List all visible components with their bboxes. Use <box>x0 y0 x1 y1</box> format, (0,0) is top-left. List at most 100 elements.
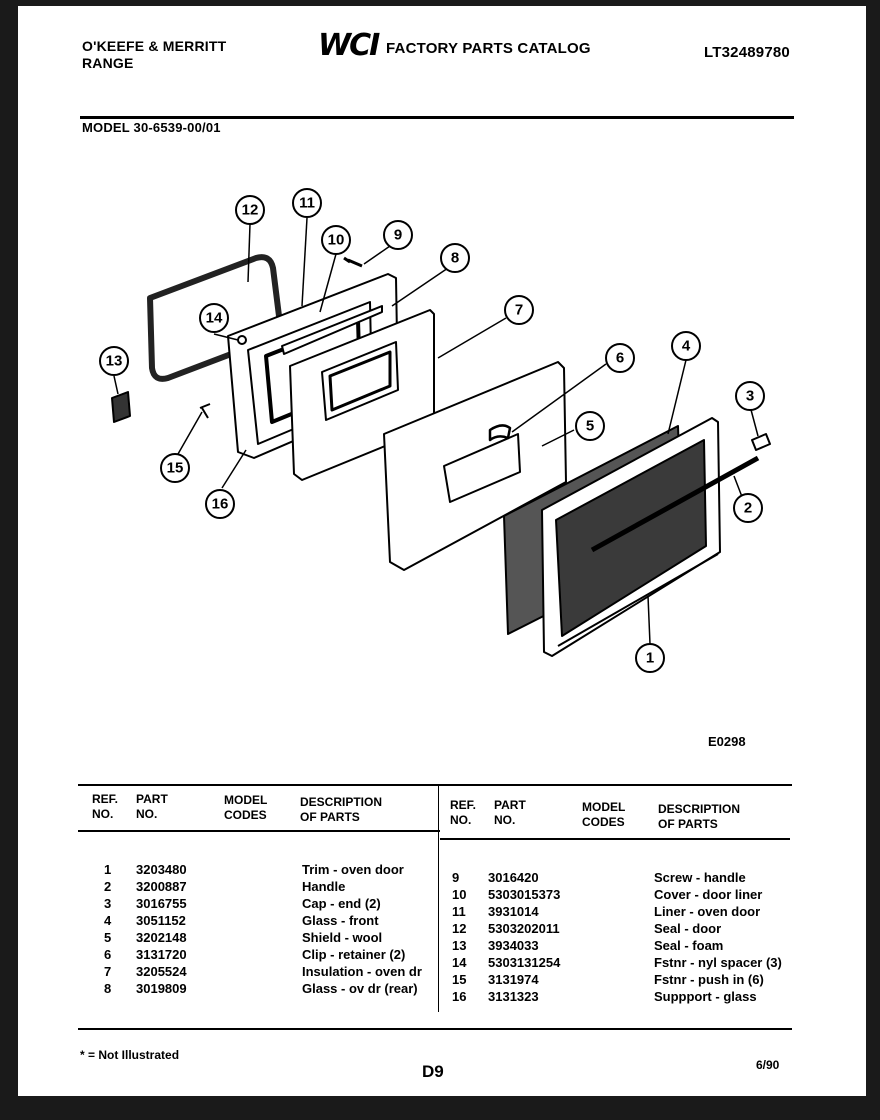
part-description: Fstnr - push in (6) <box>654 972 764 987</box>
part-no: 5303131254 <box>488 955 561 970</box>
table-row: 7 3205524 Insulation - oven dr <box>92 964 432 981</box>
table-row: 14 5303131254 Fstnr - nyl spacer (3) <box>446 955 786 972</box>
wci-logo: WCI <box>318 28 380 63</box>
leader-14 <box>213 333 239 341</box>
callout-11: 11 <box>292 188 322 218</box>
leader-6 <box>511 363 607 433</box>
callout-10: 10 <box>321 225 351 255</box>
leader-7 <box>437 317 507 359</box>
svg-text:8: 8 <box>451 250 459 267</box>
ref-no: 10 <box>452 887 467 902</box>
footnote: * = Not Illustrated <box>80 1048 180 1062</box>
part-description: Handle <box>302 879 346 894</box>
callout-5: 5 <box>575 411 605 441</box>
table-header-rule-left <box>78 830 440 832</box>
revision-date: 6/90 <box>756 1058 780 1072</box>
ref-no: 9 <box>452 870 460 885</box>
ref-no: 11 <box>452 904 466 919</box>
part-no: 3934033 <box>488 938 539 953</box>
insulation-inner-window <box>328 350 392 412</box>
part-no: 3205524 <box>136 964 187 979</box>
svg-text:9: 9 <box>394 227 402 244</box>
callout-9: 9 <box>383 220 413 250</box>
document-number: LT32489780 <box>704 44 790 61</box>
svg-text:1: 1 <box>646 650 654 667</box>
ref-no: 4 <box>104 913 112 928</box>
header-ref-right: REF.NO. <box>450 798 477 827</box>
page-code: D9 <box>422 1062 444 1081</box>
ref-no: 7 <box>104 964 112 979</box>
ref-no: 12 <box>452 921 467 936</box>
figure-code: E0298 <box>708 734 746 749</box>
ref-no: 14 <box>452 955 467 970</box>
handle-screw-part <box>343 256 363 268</box>
part-description: Shield - wool <box>302 930 383 945</box>
svg-text:15: 15 <box>167 460 184 477</box>
part-description: Clip - retainer (2) <box>302 947 406 962</box>
catalog-page: O'KEEFE & MERRITT RANGE WCI FACTORY PART… <box>18 6 866 1096</box>
insulation-window <box>321 341 399 421</box>
end-cap-part <box>751 433 771 451</box>
leader-9 <box>363 245 391 265</box>
callout-16: 16 <box>205 489 235 519</box>
part-no: 3203480 <box>136 862 187 877</box>
leader-15 <box>177 411 203 455</box>
push-in-fastener-part <box>199 403 211 419</box>
part-description: Liner - oven door <box>654 904 761 919</box>
exploded-parts-diagram: 12 11 10 9 8 7 6 5 4 3 2 1 13 14 15 16 <box>99 188 771 673</box>
leader-8 <box>391 267 449 307</box>
table-row: 16 3131323 Suppport - glass <box>446 989 786 1006</box>
svg-text:10: 10 <box>328 232 345 249</box>
svg-text:12: 12 <box>242 202 259 219</box>
part-no: 3131974 <box>488 972 539 987</box>
leader-16 <box>221 449 247 489</box>
brand-name: O'KEEFE & MERRITT <box>82 38 227 54</box>
retainer-clip-part <box>488 424 512 442</box>
part-no: 3016755 <box>136 896 187 911</box>
header-rule <box>80 116 794 119</box>
part-no: 3016420 <box>488 870 539 885</box>
part-description: Suppport - glass <box>654 989 757 1004</box>
callout-1: 1 <box>635 643 665 673</box>
part-no: 3131323 <box>488 989 539 1004</box>
part-description: Seal - foam <box>654 938 724 953</box>
ref-no: 2 <box>104 879 112 894</box>
ref-no: 8 <box>104 981 112 996</box>
header-ref-left: REF.NO. <box>92 792 119 821</box>
model-label: MODEL 30-6539-00/01 <box>82 120 221 135</box>
footer-rule <box>78 1028 792 1030</box>
part-no: 5303202011 <box>488 921 560 936</box>
ref-no: 16 <box>452 989 467 1004</box>
part-description: Fstnr - nyl spacer (3) <box>654 955 782 970</box>
leader-11 <box>301 217 308 307</box>
part-description: Screw - handle <box>654 870 746 885</box>
part-description: Cap - end (2) <box>302 896 381 911</box>
product-type: RANGE <box>82 55 134 71</box>
svg-text:16: 16 <box>212 496 229 513</box>
svg-text:14: 14 <box>206 310 223 327</box>
handle-part <box>590 455 760 553</box>
rear-glass-part <box>281 305 383 355</box>
svg-text:11: 11 <box>299 195 315 212</box>
ref-no: 5 <box>104 930 112 945</box>
callout-4: 4 <box>671 331 701 361</box>
part-description: Insulation - oven dr <box>302 964 422 979</box>
leader-10 <box>319 253 337 313</box>
leader-3 <box>749 405 759 437</box>
